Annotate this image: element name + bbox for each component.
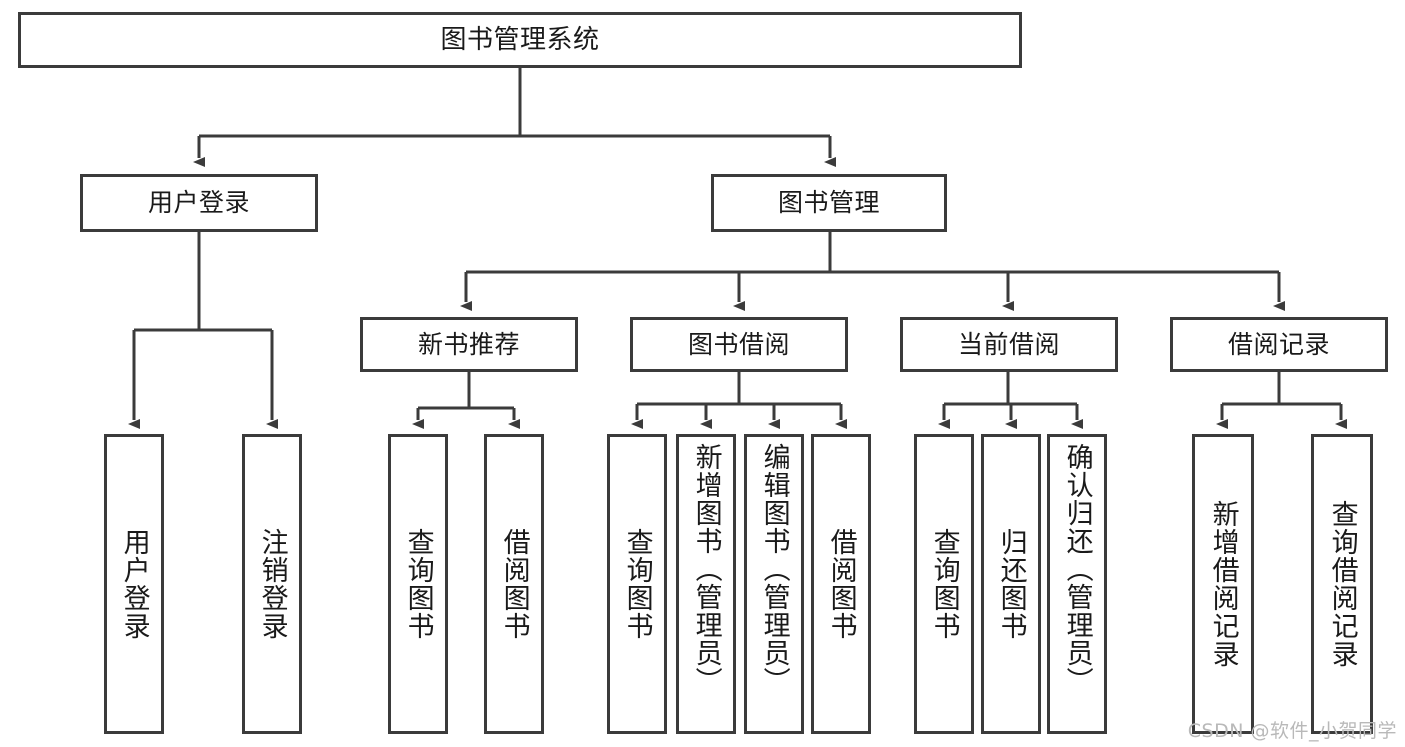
node-root-system[interactable]: 图书管理系统 xyxy=(18,12,1022,68)
node-label: 图书管理系统 xyxy=(440,24,600,55)
leaf-borrow-records-query-record[interactable]: 查询借阅记录 xyxy=(1311,434,1373,734)
leaf-current-borrow-return-book[interactable]: 归还图书 xyxy=(981,434,1041,734)
leaf-borrow-records-add-record[interactable]: 新增借阅记录 xyxy=(1192,434,1254,734)
node-label: 借阅图书 xyxy=(825,528,857,640)
node-label: 查询图书 xyxy=(402,528,434,640)
node-label: 查询图书 xyxy=(621,528,653,640)
leaf-new-book-query-book[interactable]: 查询图书 xyxy=(388,434,448,734)
node-book-borrow[interactable]: 图书借阅 xyxy=(630,317,848,372)
node-label: 新增借阅记录 xyxy=(1207,500,1239,668)
leaf-new-book-borrow-book[interactable]: 借阅图书 xyxy=(484,434,544,734)
node-label: 确认归还（管理员） xyxy=(1061,443,1093,695)
node-label: 归还图书 xyxy=(995,528,1027,640)
node-label: 查询借阅记录 xyxy=(1326,500,1358,668)
node-label: 查询图书 xyxy=(928,528,960,640)
leaf-book-borrow-add-book[interactable]: 新增图书（管理员） xyxy=(676,434,736,734)
node-label: 编辑图书（管理员） xyxy=(758,443,790,695)
node-current-borrow[interactable]: 当前借阅 xyxy=(900,317,1118,372)
node-label: 当前借阅 xyxy=(957,329,1060,359)
node-label: 图书管理 xyxy=(777,188,880,218)
node-label: 图书借阅 xyxy=(687,329,790,359)
leaf-book-borrow-edit-book[interactable]: 编辑图书（管理员） xyxy=(744,434,804,734)
leaf-current-borrow-query-book[interactable]: 查询图书 xyxy=(914,434,974,734)
leaf-book-borrow-query-book[interactable]: 查询图书 xyxy=(607,434,667,734)
csdn-watermark: CSDN @软件_小贺同学 xyxy=(1187,720,1397,742)
leaf-user-login-login[interactable]: 用户登录 xyxy=(104,434,164,734)
leaf-user-login-logout[interactable]: 注销登录 xyxy=(242,434,302,734)
node-label: 新增图书（管理员） xyxy=(690,443,722,695)
node-label: 借阅记录 xyxy=(1227,329,1330,359)
node-user-login[interactable]: 用户登录 xyxy=(80,174,318,232)
node-label: 注销登录 xyxy=(256,528,288,640)
leaf-current-borrow-confirm-return[interactable]: 确认归还（管理员） xyxy=(1047,434,1107,734)
node-label: 新书推荐 xyxy=(417,329,520,359)
node-label: 用户登录 xyxy=(118,528,150,640)
node-book-management[interactable]: 图书管理 xyxy=(711,174,947,232)
node-new-book-recommend[interactable]: 新书推荐 xyxy=(360,317,578,372)
node-borrow-records[interactable]: 借阅记录 xyxy=(1170,317,1388,372)
leaf-book-borrow-borrow-book[interactable]: 借阅图书 xyxy=(811,434,871,734)
node-label: 用户登录 xyxy=(147,188,250,218)
node-label: 借阅图书 xyxy=(498,528,530,640)
